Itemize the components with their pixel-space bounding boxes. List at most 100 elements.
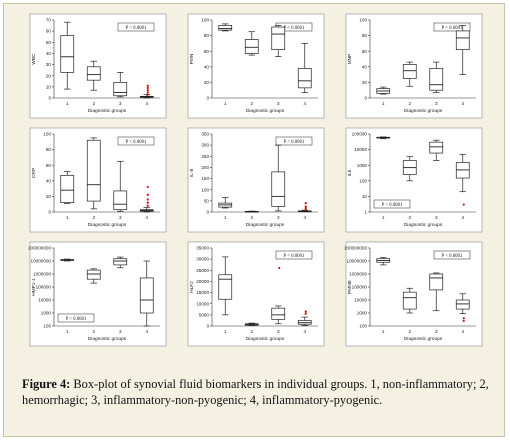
box-group-1: [218, 197, 233, 209]
pvalue-box: [275, 250, 313, 260]
x-axis-label: Diagnostic groups: [88, 336, 127, 342]
iqr-box: [60, 35, 75, 73]
y-tick-label: 40: [204, 64, 210, 69]
y-axis-label: PMN: [189, 53, 195, 64]
box-group-4: [297, 310, 312, 326]
box-group-1: [218, 256, 233, 316]
y-tick-label: 100: [359, 18, 367, 23]
y-tick-label: 100: [43, 324, 51, 329]
outlier-point: [146, 201, 149, 204]
y-tick-label: 100: [359, 178, 367, 183]
y-tick-label: 10000: [354, 298, 367, 303]
box-group-3: [113, 160, 128, 212]
x-tick-label: 2: [92, 329, 95, 334]
panel-border: [345, 127, 483, 233]
pvalue-label: P < 0.0001: [126, 26, 147, 31]
outlier-point: [304, 312, 307, 315]
x-tick-label: 4: [461, 329, 464, 334]
box-group-3: [113, 72, 128, 98]
iqr-box: [455, 30, 470, 50]
y-tick-label: 1000: [357, 311, 368, 316]
y-tick-label: 0: [48, 210, 51, 215]
box-group-1: [376, 136, 391, 140]
y-tick-label: 200: [201, 165, 209, 170]
pvalue-label: P < 0.0001: [126, 140, 147, 145]
x-tick-label: 4: [145, 101, 148, 106]
outlier-point: [146, 204, 149, 207]
box-group-3: [113, 256, 128, 269]
pvalue-label: P < 0.0001: [442, 26, 463, 31]
y-tick-label: 0: [206, 96, 209, 101]
x-tick-label: 3: [119, 101, 122, 106]
box-group-2: [402, 156, 417, 182]
y-tick-label: 20: [204, 80, 210, 85]
y-tick-label: 15000: [196, 290, 209, 295]
x-tick-label: 1: [66, 329, 69, 334]
iqr-box: [297, 68, 312, 89]
iqr-box: [86, 66, 101, 81]
y-tick-label: 60: [204, 49, 210, 54]
box-group-2: [86, 268, 101, 284]
x-tick-label: 1: [382, 101, 385, 106]
iqr-box: [113, 258, 128, 266]
caption-label: Figure 4:: [22, 377, 71, 391]
x-tick-label: 2: [408, 329, 411, 334]
y-tick-label: 20: [46, 194, 52, 199]
outlier-point: [146, 91, 149, 94]
x-tick-label: 3: [277, 329, 280, 334]
x-tick-label: 3: [435, 215, 438, 220]
pvalue-label: P < 0.0001: [284, 140, 305, 145]
pvalue-label: P < 0.0001: [284, 254, 305, 259]
x-tick-label: 2: [408, 101, 411, 106]
iqr-box: [218, 25, 233, 31]
box-group-2: [244, 322, 259, 326]
x-tick-label: 2: [92, 215, 95, 220]
y-tick-label: 300: [201, 143, 209, 148]
y-tick-label: 1000000: [349, 272, 367, 277]
y-tick-label: 100000: [36, 285, 52, 290]
y-tick-label: 50: [204, 198, 210, 203]
box-group-2: [244, 210, 259, 213]
box-group-3: [429, 272, 444, 312]
x-tick-label: 3: [119, 329, 122, 334]
y-axis-label: CRP: [31, 168, 37, 178]
outlier-point: [304, 310, 307, 313]
y-tick-label: 0: [364, 96, 367, 101]
iqr-box: [271, 171, 286, 207]
x-axis-label: Diagnostic groups: [246, 108, 285, 114]
iqr-box: [244, 39, 259, 54]
x-axis-label: Diagnostic groups: [246, 222, 285, 228]
y-tick-label: 100000000: [344, 246, 367, 251]
y-tick-label: 100: [201, 18, 209, 23]
y-tick-label: 5000: [199, 312, 210, 317]
y-tick-label: 150: [201, 176, 209, 181]
x-tick-label: 4: [461, 101, 464, 106]
iqr-box: [86, 269, 101, 280]
box-group-4: [455, 153, 470, 206]
x-tick-label: 2: [250, 101, 253, 106]
box-group-2: [86, 137, 101, 210]
x-axis-label: Diagnostic groups: [404, 108, 443, 114]
box-group-4: [139, 84, 154, 99]
y-tick-label: 100: [43, 132, 51, 137]
caption-text: Box-plot of synovial fluid biomarkers in…: [22, 377, 489, 407]
y-tick-label: 10000: [196, 301, 209, 306]
iqr-box: [402, 291, 417, 310]
y-tick-label: 10: [362, 194, 368, 199]
y-axis-label: WBC: [31, 53, 37, 65]
outlier-point: [146, 193, 149, 196]
pvalue-label: P < 0.0001: [66, 317, 87, 322]
iqr-box: [429, 68, 444, 91]
x-tick-label: 4: [461, 215, 464, 220]
box-group-4: [297, 43, 312, 93]
x-tick-label: 3: [277, 215, 280, 220]
outlier-point: [304, 206, 307, 210]
panel-7: 1001000100001000001000000100000001000000…: [28, 241, 167, 347]
box-group-3: [271, 25, 286, 58]
iqr-box: [218, 274, 233, 300]
iqr-box: [429, 141, 444, 154]
x-axis-label: Diagnostic groups: [88, 108, 127, 114]
